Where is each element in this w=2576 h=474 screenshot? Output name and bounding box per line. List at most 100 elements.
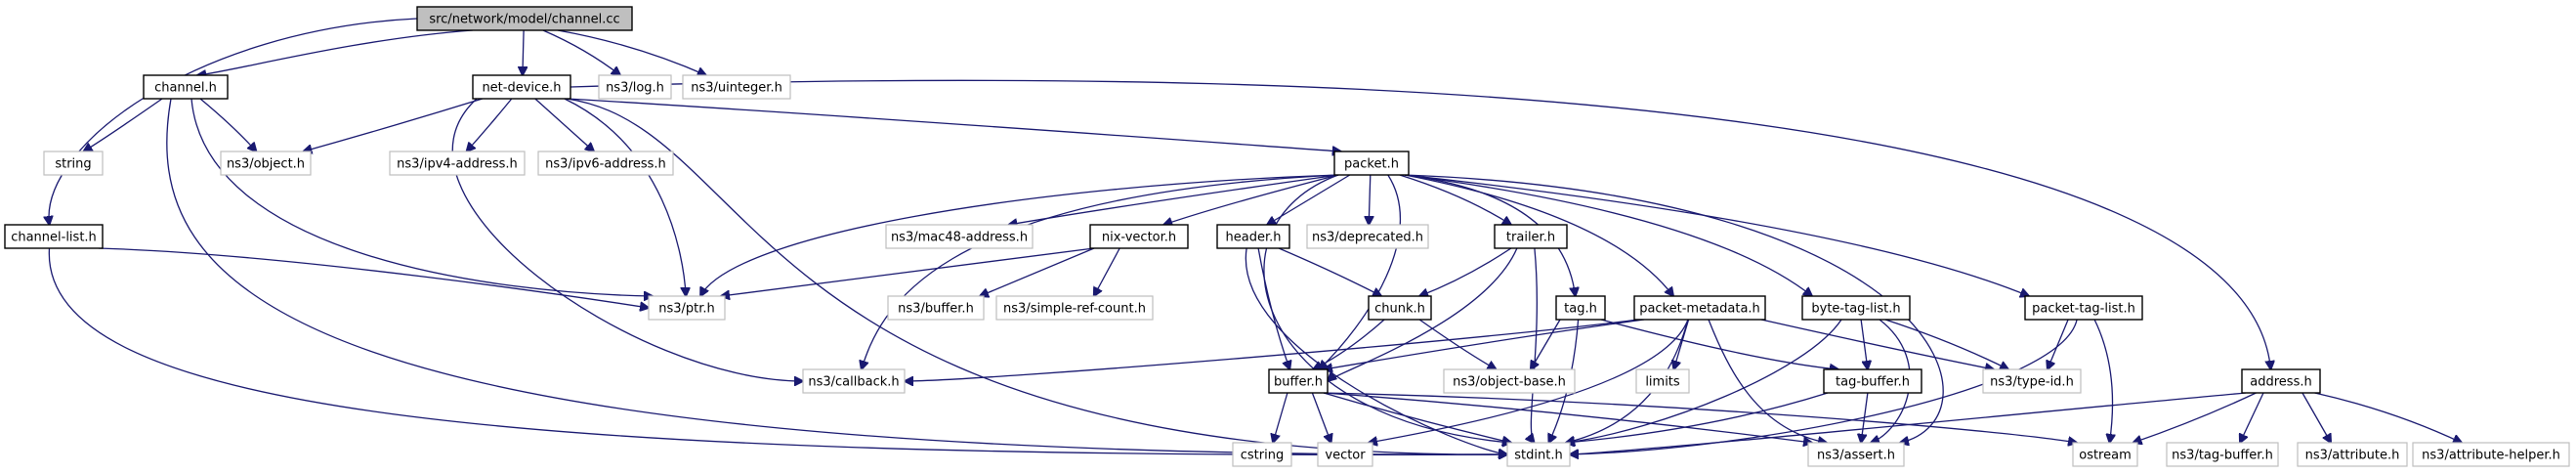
node-box-ns3-ipv6-address-h [537,151,674,176]
node-address-h[interactable]: address.h [2241,368,2321,394]
edge-packet-h-to-packet-metadata-h [1404,174,1673,296]
node-label-channel-list-h: channel-list.h [11,231,97,245]
edge-channel-h-to-ns3-ptr-h [190,98,653,296]
edge-header-h-to-stdint-h [1245,247,1507,454]
edge-packet-h-to-ns3-deprecated-h [1369,174,1371,225]
edge-byte-tag-list-h-to-stdint-h [1566,319,1842,443]
edge-trailer-h-to-chunk-h [1419,247,1512,296]
node-label-chunk-h: chunk.h [1374,302,1425,317]
edge-buffer-h-to-ns3-assert-h [1323,392,1812,443]
node-box-vector [1317,442,1373,467]
node-vector: vector [1317,442,1373,467]
edge-root-to-ns3-log-h [542,29,620,75]
edge-channel-list-h-to-ns3-ptr-h [98,247,649,308]
node-label-ns3-type-id-h: ns3/type-id.h [1990,375,2074,390]
edge-net-device-h-to-ns3-ipv4-address-h [467,98,513,151]
node-box-ns3-buffer-h [887,295,985,321]
node-label-ns3-assert-h: ns3/assert.h [1817,449,1895,463]
node-box-ns3-assert-h [1807,442,1905,467]
node-packet-h[interactable]: packet.h [1333,151,1410,176]
node-label-ns3-attribute-helper-h: ns3/attribute-helper.h [2422,449,2560,463]
edge-chunk-h-to-buffer-h [1313,319,1385,369]
node-box-ns3-uinteger-h [682,74,791,100]
edge-address-h-to-ostream [2133,392,2257,443]
node-trailer-h[interactable]: trailer.h [1494,224,1568,249]
node-ns3-mac48-address-h: ns3/mac48-address.h [885,224,1034,249]
node-byte-tag-list-h[interactable]: byte-tag-list.h [1801,295,1911,321]
node-box-channel-h [143,74,229,100]
node-packet-metadata-h[interactable]: packet-metadata.h [1633,295,1766,321]
node-channel-h[interactable]: channel.h [143,74,229,100]
node-ns3-tag-buffer-h: ns3/tag-buffer.h [2166,442,2279,467]
node-label-address-h: address.h [2250,375,2311,390]
edge-address-h-to-ns3-tag-buffer-h [2240,392,2264,443]
node-ns3-type-id-h: ns3/type-id.h [1982,368,2082,394]
node-root[interactable]: src/network/model/channel.cc [416,6,633,31]
node-label-ns3-ptr-h: ns3/ptr.h [658,302,715,317]
edge-packet-h-to-ns3-mac48-address-h [1008,174,1339,225]
edge-root-to-net-device-h [523,29,524,75]
edge-channel-h-to-ns3-object-h [199,98,256,151]
edge-channel-h-to-string [84,98,163,151]
node-chunk-h[interactable]: chunk.h [1368,295,1432,321]
node-box-address-h [2241,368,2321,394]
node-box-header-h [1216,224,1290,249]
edge-chunk-h-to-ns3-object-base-h [1418,319,1496,369]
edge-net-device-h-to-packet-h [566,98,1341,151]
node-ns3-deprecated-h: ns3/deprecated.h [1306,224,1429,249]
node-ns3-object-base-h: ns3/object-base.h [1443,368,1576,394]
node-channel-list-h[interactable]: channel-list.h [4,224,104,249]
edge-net-device-h-to-stdint-h [566,98,1507,454]
node-label-ns3-uinteger-h: ns3/uinteger.h [691,81,782,96]
edge-packet-h-to-nix-vector-h [1163,174,1339,225]
edge-net-device-h-to-address-h [570,79,2271,369]
node-limits: limits [1635,368,1690,394]
edge-tag-h-to-ns3-object-base-h [1531,319,1561,369]
node-ns3-assert-h: ns3/assert.h [1807,442,1905,467]
node-box-buffer-h [1268,368,1329,394]
node-ns3-attribute-helper-h: ns3/attribute-helper.h [2412,442,2570,467]
node-label-ns3-mac48-address-h: ns3/mac48-address.h [891,231,1028,245]
edge-address-h-to-stdint-h [1570,392,2247,454]
node-packet-tag-list-h[interactable]: packet-tag-list.h [2024,295,2143,321]
nodes-layer: src/network/model/channel.cc channel.h net… [4,6,2570,467]
node-nix-vector-h[interactable]: nix-vector.h [1089,224,1189,249]
node-box-ns3-attribute-h [2297,442,2408,467]
node-label-ostream: ostream [2079,449,2132,463]
node-ns3-simple-ref-count-h: ns3/simple-ref-count.h [995,295,1154,321]
edge-packet-tag-list-h-to-ostream [2093,319,2112,443]
node-box-byte-tag-list-h [1801,295,1911,321]
edge-tag-h-to-tag-buffer-h [1600,319,1838,369]
node-box-packet-h [1333,151,1410,176]
edge-packet-h-to-byte-tag-list-h [1404,174,1812,296]
node-box-channel-list-h [4,224,104,249]
edge-net-device-h-to-ns3-object-h [303,98,483,151]
node-box-stdint-h [1506,442,1571,467]
node-label-byte-tag-list-h: byte-tag-list.h [1811,302,1900,317]
node-tag-h[interactable]: tag.h [1555,295,1606,321]
node-label-ns3-deprecated-h: ns3/deprecated.h [1312,231,1423,245]
edge-packet-metadata-h-to-ns3-callback-h [905,319,1639,381]
node-buffer-h[interactable]: buffer.h [1268,368,1329,394]
node-box-ns3-ipv4-address-h [389,151,526,176]
node-tag-buffer-h[interactable]: tag-buffer.h [1823,368,1922,394]
node-box-cstring [1232,442,1292,467]
node-net-device-h[interactable]: net-device.h [472,74,571,100]
node-label-ns3-callback-h: ns3/callback.h [808,375,899,390]
node-label-ns3-object-base-h: ns3/object-base.h [1453,375,1566,390]
node-label-stdint-h: stdint.h [1514,449,1562,463]
edge-root-to-channel-list-h [49,18,418,225]
edge-packet-metadata-h-to-buffer-h [1324,319,1645,369]
node-box-ns3-object-base-h [1443,368,1576,394]
edge-packet-metadata-h-to-ns3-assert-h [1708,319,1827,443]
node-ns3-buffer-h: ns3/buffer.h [887,295,985,321]
node-header-h[interactable]: header.h [1216,224,1290,249]
node-label-header-h: header.h [1226,231,1282,245]
node-box-trailer-h [1494,224,1568,249]
edge-byte-tag-list-h-to-tag-buffer-h [1860,319,1868,369]
node-label-ns3-object-h: ns3/object.h [227,157,305,172]
edge-nix-vector-h-to-ns3-buffer-h [980,247,1095,296]
node-ns3-object-h: ns3/object.h [220,151,312,176]
node-ns3-uinteger-h: ns3/uinteger.h [682,74,791,100]
